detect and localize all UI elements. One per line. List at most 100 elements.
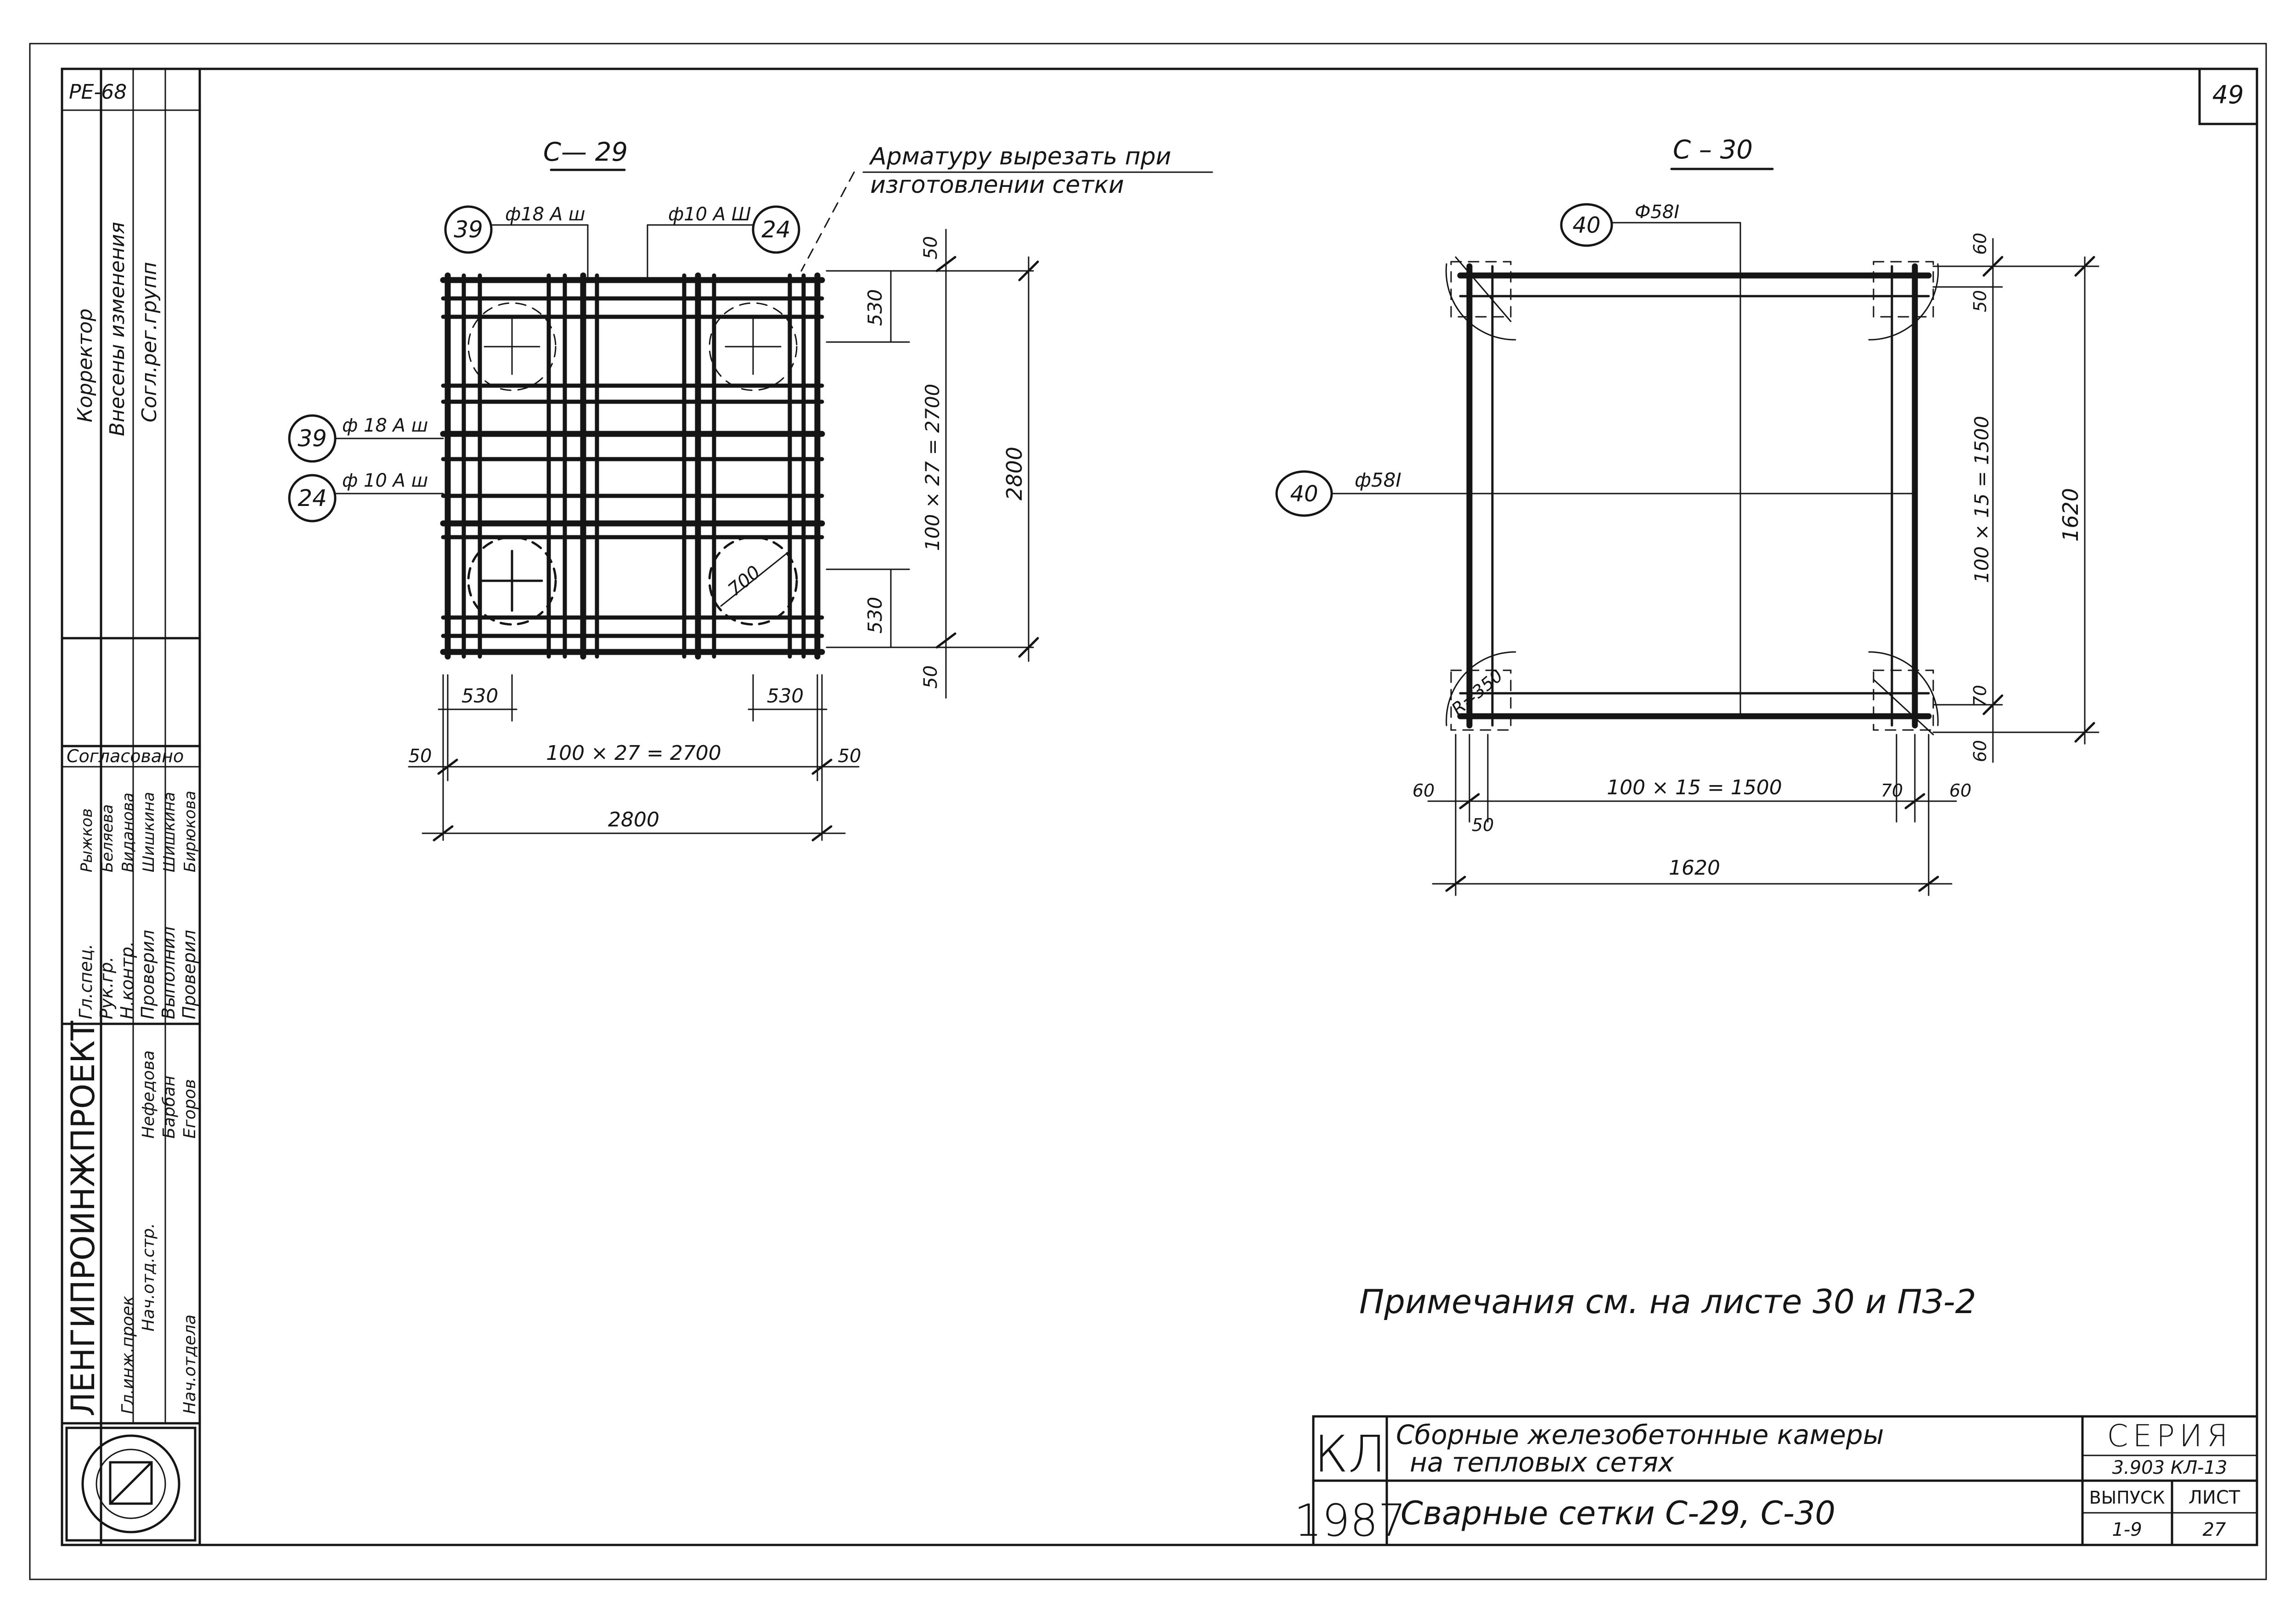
stamp-bottom-1: Нач.отдела bbox=[180, 1314, 199, 1414]
c30-dim-right-70: 70 bbox=[1881, 781, 1903, 801]
c30-mark-40-top: 40 Ф58I bbox=[1560, 202, 1741, 276]
stamp-right-1: Рыжков bbox=[78, 809, 96, 872]
title-line1: Сборные железобетонные камеры bbox=[1396, 1419, 1884, 1450]
change-row-1: Корректор bbox=[73, 309, 97, 422]
stamp-right-5: Шишкина bbox=[160, 792, 179, 872]
series-label: СЕРИЯ bbox=[2107, 1418, 2232, 1454]
c30-mark-40-left: 40 ф58I bbox=[1275, 469, 1470, 517]
note-bottom: Примечания см. на листе 30 и ПЗ-2 bbox=[1359, 1282, 1976, 1321]
c29-dim-right-50: 50 bbox=[838, 746, 861, 767]
approved-label: Согласовано bbox=[67, 746, 184, 766]
c29-dim-br-530: 530 bbox=[767, 685, 804, 707]
stamp-right-6: Бирюкова bbox=[181, 791, 199, 872]
c29-mark-39-top-id: 39 bbox=[454, 216, 483, 243]
c30-dim-bottom-60: 60 bbox=[1970, 740, 1990, 762]
c30-dim-right-60: 60 bbox=[1949, 781, 1971, 801]
c29-mark-24-left: 24 ф 10 А ш bbox=[288, 470, 444, 522]
c29-note-line2: изготовлении сетки bbox=[870, 171, 1124, 199]
c29-mark-39-left: 39 ф 18 А ш bbox=[288, 414, 444, 463]
c29-cutout-tl bbox=[467, 302, 557, 391]
c29-mark-24-top-label: ф10 А Ш bbox=[668, 204, 751, 225]
stamp-bottom-5: Барбан bbox=[160, 1076, 179, 1139]
stamp-left-6: Проверил bbox=[179, 930, 199, 1019]
c29-mesh: 700 bbox=[440, 272, 825, 660]
c30-mark-40-top-label: Ф58I bbox=[1635, 202, 1679, 223]
c29-mark-39-top: 39 ф18 А ш bbox=[444, 204, 589, 279]
sheet-number-box: 49 bbox=[2198, 67, 2258, 125]
stamp-right-2: Беляева bbox=[98, 804, 117, 872]
stamp-left-3: Н.контр. bbox=[117, 941, 137, 1019]
c29-dim-top-50: 50 bbox=[920, 236, 941, 259]
title-subtitle: Сварные сетки С-29, С-30 bbox=[1401, 1494, 1835, 1532]
drawing-c29: С— 29 Арматуру вырезать при изготовлении… bbox=[288, 137, 1213, 842]
c30-dims-horizontal: 60 50 100 × 15 = 1500 70 60 1620 bbox=[1412, 734, 1971, 896]
c29-cutout-tr bbox=[709, 302, 798, 391]
sheet-label: ЛИСТ bbox=[2189, 1487, 2240, 1508]
change-row-3: Согл.рег.групп bbox=[138, 262, 161, 422]
stamp-bottom-6: Егоров bbox=[180, 1079, 199, 1139]
c30-dim-left-50: 50 bbox=[1472, 815, 1494, 835]
c29-title: С— 29 bbox=[543, 137, 628, 167]
c29-dims-horizontal: 530 530 50 100 × 27 = 2700 50 2800 bbox=[408, 674, 861, 842]
org-logo bbox=[65, 1426, 197, 1542]
c29-dims-vertical: 50 530 100 × 27 = 2700 2800 530 50 bbox=[826, 229, 1039, 699]
c29-dim-bl-530: 530 bbox=[461, 685, 498, 707]
c29-mark-24-top: 24 ф10 А Ш bbox=[647, 204, 800, 279]
c29-cutout-bl bbox=[467, 536, 557, 626]
c29-dim-vtotal: 2800 bbox=[1002, 447, 1027, 500]
c30-mesh: R=350 bbox=[1445, 256, 1939, 736]
c29-note-line1: Арматуру вырезать при bbox=[869, 143, 1171, 170]
c29-cutout-br bbox=[708, 536, 798, 626]
sheet-number: 49 bbox=[2212, 80, 2244, 109]
drawing-c30: С – 30 R=350 bbox=[1275, 135, 2099, 896]
side-stamp: РЕ-68 Корректор Внесены изменения Согл.р… bbox=[61, 67, 201, 1546]
change-row-2: Внесены изменения bbox=[106, 222, 129, 436]
stamp-bottom-3: Нач.отд.стр. bbox=[139, 1223, 158, 1331]
c29-dim-htotal: 2800 bbox=[608, 808, 659, 831]
title-code: КЛ bbox=[1314, 1425, 1386, 1483]
c30-dim-left-60: 60 bbox=[1412, 781, 1435, 801]
stamp-left-4: Проверил bbox=[138, 930, 158, 1019]
c29-mark-39-left-label: ф 18 А ш bbox=[342, 415, 428, 436]
stamp-left-2: Рук.гр. bbox=[96, 956, 117, 1019]
stamp-bottom-4: Нефедова bbox=[139, 1050, 158, 1139]
c30-dim-hmid: 100 × 15 = 1500 bbox=[1607, 776, 1782, 799]
issue-label: ВЫПУСК bbox=[2089, 1488, 2165, 1508]
series-value: 3.903 КЛ-13 bbox=[2112, 1457, 2227, 1478]
c29-mark-24-top-id: 24 bbox=[761, 216, 791, 243]
top-left-stamp: РЕ-68 bbox=[69, 80, 127, 104]
c30-dims-vertical: 60 50 100 × 15 = 1500 1620 70 60 bbox=[1932, 233, 2099, 763]
c29-hole-dia: 700 bbox=[724, 562, 765, 600]
stamp-left-5: Выполнил bbox=[158, 927, 179, 1019]
c30-dim-vtotal: 1620 bbox=[2058, 488, 2083, 542]
c29-dim-hmid: 100 × 27 = 2700 bbox=[546, 741, 721, 765]
c29-mark-24-left-label: ф 10 А ш bbox=[342, 470, 428, 491]
c29-mark-39-top-label: ф18 А ш bbox=[505, 204, 585, 225]
c30-title: С – 30 bbox=[1673, 135, 1753, 165]
c30-mark-40-top-id: 40 bbox=[1572, 213, 1600, 238]
c30-dim-htotal: 1620 bbox=[1669, 856, 1720, 880]
c29-mark-24-left-id: 24 bbox=[298, 485, 327, 511]
issue-value: 1-9 bbox=[2112, 1519, 2142, 1540]
stamp-right-3: Виданова bbox=[119, 792, 137, 872]
org-name: ЛЕНГИПРОИНЖПРОЕКТ bbox=[64, 1021, 102, 1416]
c30-dim-bottom-70: 70 bbox=[1970, 685, 1990, 707]
stamp-right-4: Шишкина bbox=[140, 792, 158, 872]
title-year: 1987 bbox=[1294, 1495, 1406, 1546]
c30-dim-vmid: 100 × 15 = 1500 bbox=[1970, 416, 1993, 583]
c29-dim-bottom-530: 530 bbox=[864, 597, 886, 634]
title-block: КЛ 1987 Сборные железобетонные камеры на… bbox=[1294, 1415, 2258, 1546]
c30-dim-top-50: 50 bbox=[1970, 290, 1990, 312]
c29-dim-vmid: 100 × 27 = 2700 bbox=[921, 384, 944, 551]
c29-dim-top-530: 530 bbox=[864, 289, 886, 326]
c30-mark-40-left-label: ф58I bbox=[1355, 469, 1401, 491]
c29-dim-left-50: 50 bbox=[409, 746, 432, 767]
c29-mark-39-left-id: 39 bbox=[298, 425, 327, 452]
c30-dim-top-60: 60 bbox=[1970, 233, 1990, 255]
c29-dim-bottom-50: 50 bbox=[920, 665, 941, 689]
c30-mark-40-left-id: 40 bbox=[1290, 481, 1318, 507]
title-line2: на тепловых сетях bbox=[1410, 1447, 1674, 1478]
sheet-value: 27 bbox=[2203, 1519, 2226, 1540]
stamp-bottom-2: Гл.инж.проек bbox=[118, 1296, 137, 1414]
